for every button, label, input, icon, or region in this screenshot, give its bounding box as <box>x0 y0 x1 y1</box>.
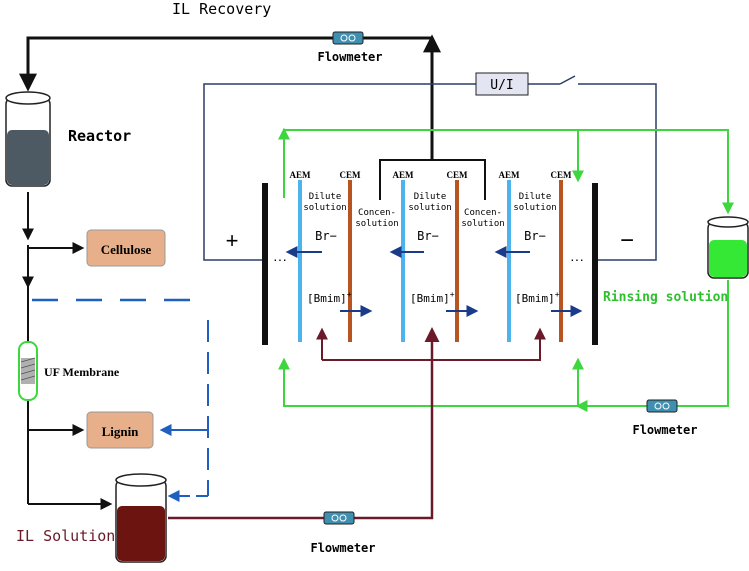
concen-label-2-line1: Concen- <box>464 208 502 218</box>
flowmeter-bottom-label: Flowmeter <box>310 541 375 555</box>
bmim-cation-1: [Bmim]+ <box>307 290 352 305</box>
anode-plus-sign: + <box>226 228 239 253</box>
ui-meter-label: U/I <box>490 78 513 93</box>
cem-membrane-2 <box>455 180 459 342</box>
bromide-ion-3: Br− <box>524 229 546 243</box>
reactor-vessel <box>5 91 51 187</box>
cem-label-1: CEM <box>340 170 362 180</box>
cathode-minus-sign: − <box>620 227 634 254</box>
concen-label-1-line1: Concen- <box>358 208 396 218</box>
anode-plate <box>262 183 268 345</box>
dilute-label-2-line1: Dilute <box>414 192 447 202</box>
electrodialysis-stack: + − AEM CEM AEM CEM AEM CEM Dilute solut… <box>226 170 634 345</box>
concen-label-1-line2: solution <box>355 219 398 229</box>
cellulose-label: Cellulose <box>101 242 152 257</box>
stack-ellipsis-left: ··· <box>273 251 287 267</box>
lignin-box <box>86 411 154 449</box>
aem-label-3: AEM <box>499 170 521 180</box>
dilute-label-3-line1: Dilute <box>519 192 552 202</box>
bromide-ion-2: Br− <box>417 229 439 243</box>
uf-membrane-module <box>18 341 38 401</box>
bmim-cation-2: [Bmim]+ <box>410 290 455 305</box>
dilute-label-3-line2: solution <box>513 203 556 213</box>
reactor-label: Reactor <box>68 127 131 145</box>
dilute-label-1-line1: Dilute <box>309 192 342 202</box>
cem-label-3: CEM <box>551 170 573 180</box>
bmim-cation-3: [Bmim]+ <box>515 290 560 305</box>
aem-membrane-2 <box>401 180 405 342</box>
dashed-branch <box>32 298 209 502</box>
aem-label-1: AEM <box>290 170 312 180</box>
flowmeter-top-label: Flowmeter <box>317 50 382 64</box>
flowmeter-right-label: Flowmeter <box>632 423 697 437</box>
rinsing-solution-label: Rinsing solution <box>603 290 728 305</box>
cem-label-2: CEM <box>447 170 469 180</box>
rinsing-tank <box>707 216 749 279</box>
bromide-ion-1: Br− <box>315 229 337 243</box>
dilute-label-2-line2: solution <box>408 203 451 213</box>
concentrate-manifold <box>379 159 486 200</box>
uf-membrane-label: UF Membrane <box>44 365 120 379</box>
flowmeter-bottom <box>323 511 355 525</box>
cellulose-box <box>86 229 166 267</box>
aem-membrane-1 <box>298 180 302 342</box>
concen-label-2-line2: solution <box>461 219 504 229</box>
circuit-switch <box>559 75 576 85</box>
il-recovery-loop <box>19 34 486 200</box>
il-solution-vessel <box>115 473 167 563</box>
aem-label-2: AEM <box>393 170 415 180</box>
il-feed-loop <box>168 327 546 520</box>
dilute-label-1-line2: solution <box>303 203 346 213</box>
rinsing-loop <box>278 127 734 412</box>
il-recovery-label: IL Recovery <box>172 0 271 18</box>
il-solution-label: IL Solution <box>16 527 115 545</box>
power-circuit: U/I <box>203 72 657 261</box>
cem-membrane-3 <box>559 180 563 342</box>
flowmeter-right <box>646 399 678 413</box>
ui-meter-box <box>475 72 529 96</box>
cathode-plate <box>592 183 598 345</box>
recovery-return-line <box>19 36 432 92</box>
stack-ellipsis-right: ··· <box>570 251 584 267</box>
aem-membrane-3 <box>507 180 511 342</box>
flowmeter-top <box>332 31 364 45</box>
cem-membrane-1 <box>348 180 352 342</box>
lignin-label: Lignin <box>102 424 140 439</box>
